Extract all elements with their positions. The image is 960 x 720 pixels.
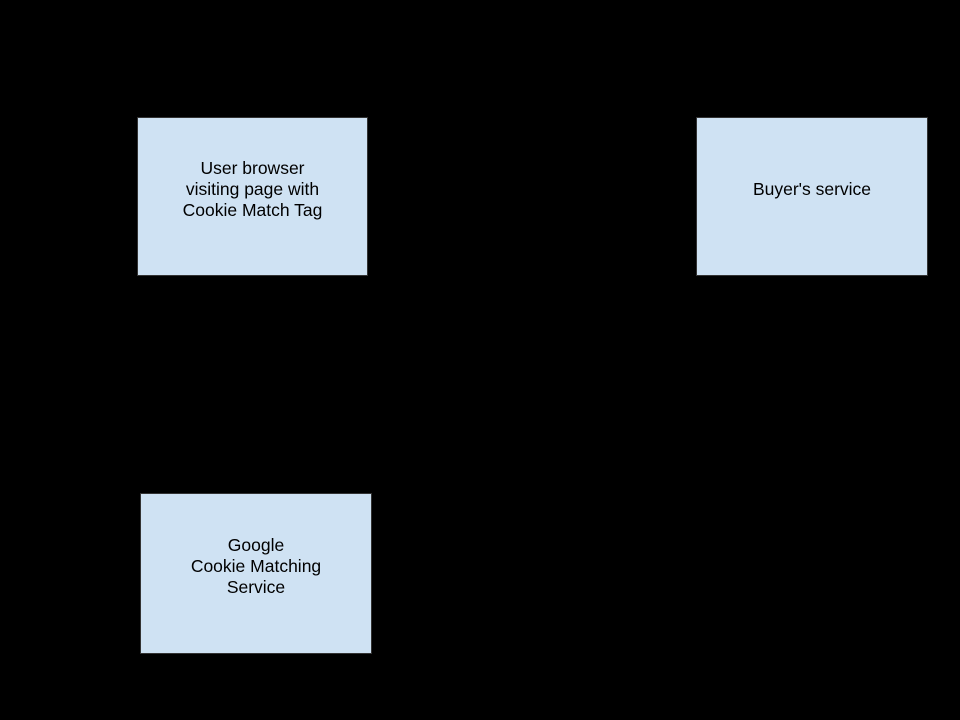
label-line: Buyer's service	[752, 178, 872, 199]
node-user-browser: User browser visiting page with Cookie M…	[137, 117, 368, 276]
label-line: Cookie Match Tag	[182, 199, 323, 220]
label-line: Google	[227, 534, 285, 555]
label-line: Service	[226, 576, 286, 597]
node-google-cookie-matching-service: Google Cookie Matching Service	[140, 493, 372, 654]
node-user-browser-label: User browser visiting page with Cookie M…	[183, 158, 323, 221]
node-buyers-service: Buyer's service	[696, 117, 928, 276]
node-buyers-service-label: Buyer's service	[753, 179, 871, 200]
node-google-cookie-matching-service-label: Google Cookie Matching Service	[191, 535, 321, 598]
label-line: Cookie Matching	[190, 555, 322, 576]
label-line: visiting page with	[185, 178, 320, 199]
label-line: User browser	[200, 157, 305, 178]
